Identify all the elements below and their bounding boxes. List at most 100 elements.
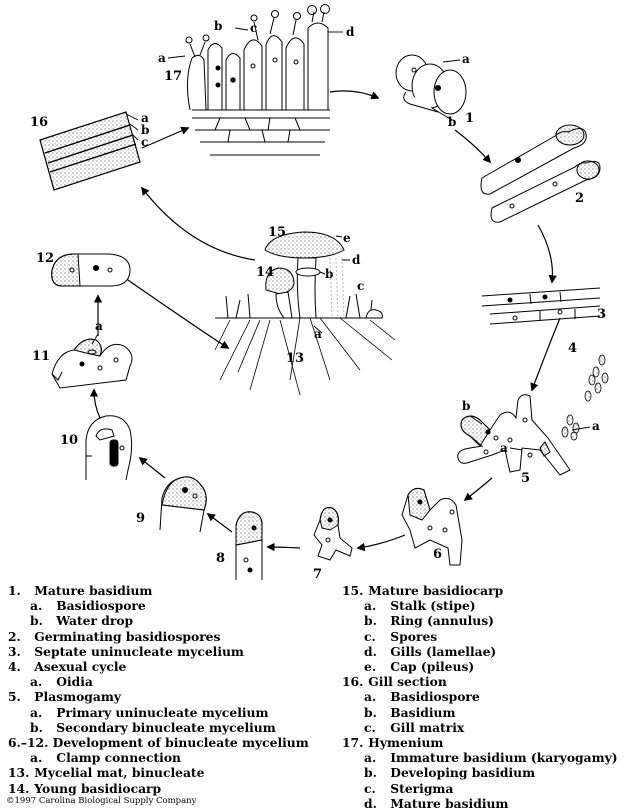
- label-15b: b: [325, 267, 333, 281]
- stage-number-1: 1: [465, 111, 474, 126]
- stage-5-plasmogamy: [457, 394, 571, 476]
- legend-item-text: Plasmogamy: [34, 689, 122, 705]
- stage-number-10: 10: [60, 433, 78, 448]
- label-17d: d: [346, 25, 355, 39]
- legend-item-number: 14.: [8, 780, 30, 796]
- legend-item-number: 1.: [8, 583, 21, 598]
- stage-8-binucleate-mycelium: [235, 511, 263, 580]
- legend-item-number: b.: [30, 613, 43, 629]
- legend-item-text: Spores: [390, 628, 438, 644]
- legend-item: 17. Hymenium: [342, 735, 627, 750]
- legend-item-number: 2.: [8, 628, 21, 644]
- stage-number-2: 2: [575, 191, 584, 206]
- legend-item-text: Hymenium: [368, 735, 444, 751]
- legend-item-text: Immature basidium (karyogamy): [390, 750, 618, 766]
- legend-item-text: Mature basidium: [390, 795, 509, 811]
- legend-subitem: d. Mature basidium: [342, 796, 627, 811]
- legend-item-text: Mycelial mat, binucleate: [34, 765, 205, 781]
- legend-item-number: 5.: [8, 689, 21, 705]
- legend-item: 13. Mycelial mat, binucleate: [8, 765, 338, 780]
- legend-item-text: Basidiospore: [56, 598, 146, 614]
- stage-number-labels: 1 2 3 4 5 6 7 8 9 10 11 12 13 14 15 16 1…: [30, 69, 606, 580]
- stage-12-binucleate-mycelium: [51, 253, 131, 287]
- legend-item-text: Gill matrix: [390, 719, 465, 735]
- legend-subitem: a. Basidiospore: [342, 689, 627, 704]
- label-4a: a: [592, 419, 600, 433]
- legend-item-number: b.: [364, 704, 377, 720]
- stage-11-clamp-connection: [51, 338, 133, 389]
- legend-item-text: Clamp connection: [56, 750, 181, 766]
- legend-subitem: a. Oidia: [8, 674, 338, 689]
- stage-number-17: 17: [164, 69, 182, 84]
- label-1a: a: [462, 52, 470, 66]
- legend-item-number: d.: [364, 643, 377, 659]
- stage-number-11: 11: [32, 349, 50, 364]
- legend-item-number: 15.: [342, 583, 364, 598]
- legend-item-text: Cap (pileus): [390, 659, 475, 675]
- stage-6-binucleate-mycelium: [401, 487, 463, 566]
- legend-item-text: Mature basidiocarp: [368, 583, 504, 598]
- legend-item-number: 17.: [342, 735, 364, 751]
- legend-item: 6.–12. Development of binucleate myceliu…: [8, 735, 338, 750]
- stage-number-16: 16: [30, 115, 48, 130]
- legend-item-number: 13.: [8, 765, 30, 781]
- legend-item: 5. Plasmogamy: [8, 689, 338, 704]
- legend-item-text: Secondary binucleate mycelium: [56, 719, 276, 735]
- legend-item-number: c.: [364, 780, 376, 796]
- legend-item-number: 6.–12.: [8, 735, 49, 751]
- legend-item: 2. Germinating basidiospores: [8, 629, 338, 644]
- legend-item-number: a.: [30, 674, 43, 690]
- stage-number-8: 8: [216, 551, 225, 566]
- legend-item-number: a.: [30, 750, 43, 766]
- legend-item-text: Stalk (stipe): [390, 598, 476, 614]
- legend-item-text: Septate uninucleate mycelium: [34, 643, 244, 659]
- legend-item-text: Development of binucleate mycelium: [52, 735, 309, 751]
- legend-subitem: c. Gill matrix: [342, 720, 627, 735]
- legend-item-number: a.: [30, 598, 43, 614]
- legend-item-text: Sterigma: [390, 780, 454, 796]
- legend-item-number: e.: [364, 659, 377, 675]
- label-16b: b: [141, 123, 149, 137]
- stage-number-4: 4: [568, 341, 577, 356]
- legend-subitem: a. Basidiospore: [8, 598, 338, 613]
- legend-subitem: e. Cap (pileus): [342, 659, 627, 674]
- legend-item-text: Germinating basidiospores: [34, 628, 221, 644]
- legend-subitem: c. Sterigma: [342, 781, 627, 796]
- legend-subitem: c. Spores: [342, 629, 627, 644]
- cycle-arrows: [89, 90, 561, 552]
- stage-number-5: 5: [521, 471, 530, 486]
- stage-number-14: 14: [256, 265, 274, 280]
- stage-4-asexual-cycle: [561, 354, 609, 441]
- stage-10-binucleate-mycelium: [85, 415, 133, 481]
- stage-number-6: 6: [433, 547, 442, 562]
- legend-item-text: Water drop: [56, 613, 134, 629]
- legend-item-number: c.: [364, 719, 376, 735]
- label-11a: a: [95, 319, 103, 333]
- legend-item-text: Basidiospore: [390, 689, 480, 705]
- legend-subitem: b. Water drop: [8, 613, 338, 628]
- legend-item-text: Gill section: [368, 674, 447, 690]
- stage-number-12: 12: [36, 251, 54, 266]
- stage-number-9: 9: [136, 511, 145, 526]
- legend-subitem: b. Secondary binucleate mycelium: [8, 720, 338, 735]
- label-17a: a: [158, 51, 166, 65]
- stage-number-15: 15: [268, 225, 286, 240]
- stage-3-septate-mycelium: [481, 287, 601, 325]
- legend-item: 15. Mature basidiocarp: [342, 583, 627, 598]
- label-16c: c: [141, 135, 148, 149]
- legend-item: 3. Septate uninucleate mycelium: [8, 644, 338, 659]
- legend-subitem: b. Ring (annulus): [342, 613, 627, 628]
- label-17b: b: [214, 19, 222, 33]
- legend-item: 1. Mature basidium: [8, 583, 338, 598]
- legend-item-number: a.: [364, 689, 377, 705]
- stage-2-germinating-spores: [480, 124, 601, 223]
- legend-item-number: 3.: [8, 643, 21, 659]
- stage-9-binucleate-mycelium: [159, 476, 207, 533]
- stage-number-7: 7: [313, 567, 322, 580]
- label-15d: d: [352, 253, 361, 267]
- stage-7-binucleate-mycelium: [313, 507, 353, 561]
- legend-item: 4. Asexual cycle: [8, 659, 338, 674]
- legend-item: 14. Young basidiocarp: [8, 781, 338, 796]
